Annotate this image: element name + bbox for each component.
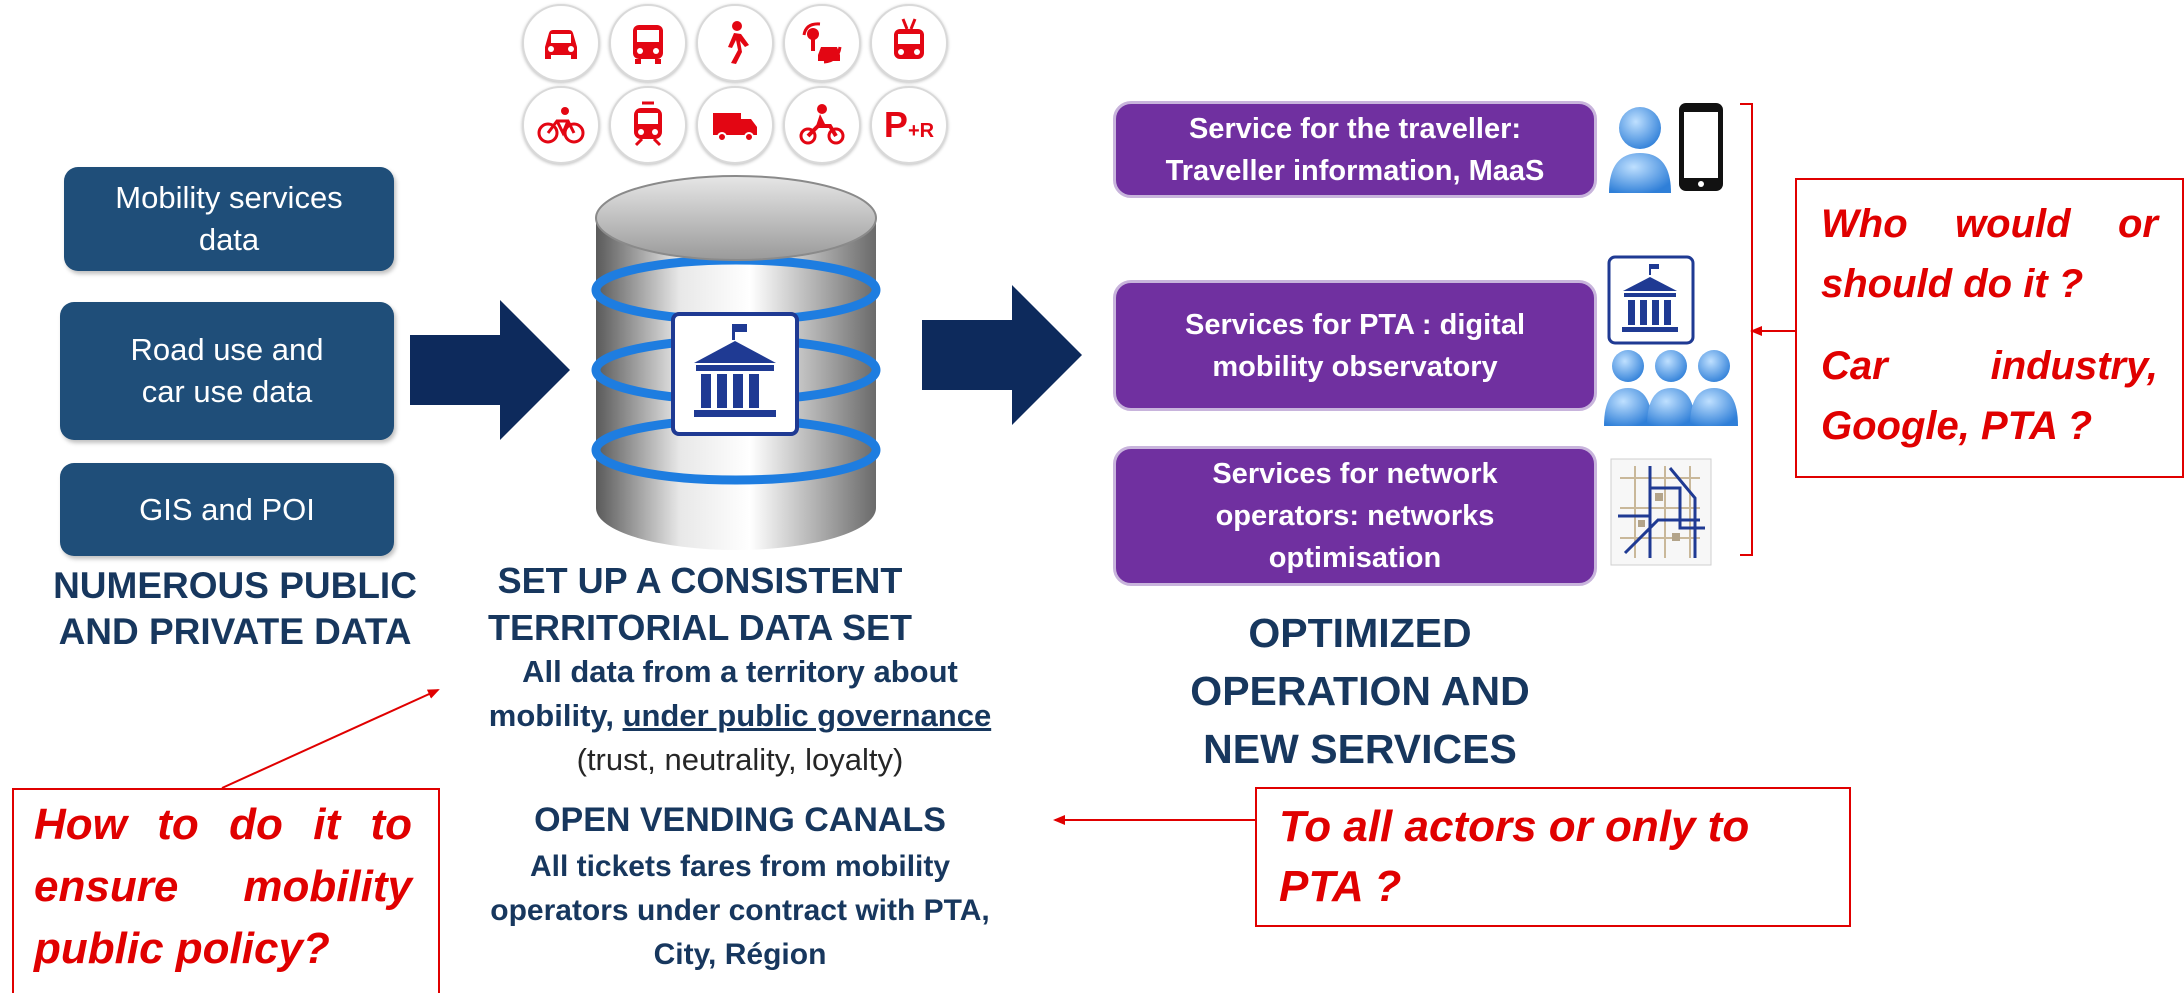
canals-text: All tickets fares from mobility operator… <box>420 845 1060 977</box>
bicycle-icon <box>522 86 600 164</box>
network-map-icon <box>1610 458 1712 566</box>
central-desc-line1: All data from a territory about <box>522 654 958 689</box>
service-box-pta: Services for PTA : digital mobility obse… <box>1113 280 1597 411</box>
central-heading-line: TERRITORIAL DATA SET <box>487 607 912 648</box>
question-who-answer-line: Google, PTA ? <box>1821 404 2093 448</box>
park-and-ride-r: +R <box>907 120 935 142</box>
source-box-mobility-services: Mobility services data <box>64 167 394 271</box>
pta-building-icon <box>1607 255 1695 345</box>
service-line: Traveller information, MaaS <box>1165 154 1545 187</box>
central-desc-line3: (trust, neutrality, loyalty) <box>576 742 904 777</box>
car-icon <box>522 4 600 82</box>
services-heading-line: OPTIMIZED <box>1248 610 1472 656</box>
source-label: Road use and car use data <box>130 332 324 409</box>
services-heading-line: NEW SERVICES <box>1203 726 1517 772</box>
truck-icon <box>696 86 774 164</box>
arrow-to-services <box>922 285 1082 425</box>
question-to-all-line: To all actors or only to <box>1279 802 1750 851</box>
service-line: Services for PTA : digital <box>1184 308 1526 341</box>
service-line: optimisation <box>1268 542 1442 574</box>
database-cylinder <box>591 175 881 550</box>
traveller-phone-icon <box>1609 103 1723 193</box>
group-people-icon <box>1604 350 1738 426</box>
park-and-ride-p: P <box>883 104 908 145</box>
bus-icon <box>609 4 687 82</box>
car-sharing-icon <box>783 4 861 82</box>
services-heading: OPTIMIZED OPERATION AND NEW SERVICES <box>1120 604 1600 778</box>
question-who-answer-line: Car industry, <box>1821 344 2158 388</box>
services-heading-line: OPERATION AND <box>1190 668 1530 714</box>
park-and-ride-icon: P+R <box>870 86 948 164</box>
sources-heading-line: NUMEROUS PUBLIC <box>53 565 417 606</box>
central-description: All data from a territory about mobility… <box>430 650 1050 782</box>
question-how-line: ensure mobility <box>34 862 412 911</box>
question-box-to-all: To all actors or only to PTA ? <box>1255 787 1851 927</box>
canals-heading: OPEN VENDING CANALS <box>534 801 946 839</box>
sources-heading-line: AND PRIVATE DATA <box>58 611 412 652</box>
service-line: Services for network <box>1212 458 1498 490</box>
service-box-traveller: Service for the traveller: Traveller inf… <box>1113 101 1597 198</box>
canals-line: operators under contract with PTA, <box>490 894 990 927</box>
motorbike-icon <box>783 86 861 164</box>
canals-line: All tickets fares from mobility <box>529 850 951 883</box>
service-line: mobility observatory <box>1212 350 1498 383</box>
service-line: Service for the traveller: <box>1188 112 1522 145</box>
arrow-to-database <box>410 300 570 440</box>
central-desc-prefix: mobility, <box>488 698 623 733</box>
central-heading: SET UP A CONSISTENT TERRITORIAL DATA SET <box>440 557 960 651</box>
mode-icons-panel: P+R <box>508 0 958 164</box>
canals-line: City, Région <box>653 938 827 971</box>
source-box-road-use: Road use and car use data <box>60 302 394 440</box>
central-heading-line: SET UP A CONSISTENT <box>497 560 903 601</box>
source-box-gis-poi: GIS and POI <box>60 463 394 556</box>
central-desc-underlined: under public governance <box>622 698 992 733</box>
tram-icon <box>609 86 687 164</box>
source-label: Mobility services data <box>115 180 343 257</box>
service-line: operators: networks <box>1215 500 1495 532</box>
source-label: GIS and POI <box>139 491 315 527</box>
service-box-network-operators: Services for network operators: networks… <box>1113 446 1597 586</box>
question-box-how: How to do it to ensure mobility public p… <box>12 788 440 993</box>
question-how-line: How to do it to <box>34 800 412 849</box>
question-to-all-line: PTA ? <box>1279 862 1402 911</box>
walking-icon <box>696 4 774 82</box>
sources-heading: NUMEROUS PUBLIC AND PRIVATE DATA <box>30 563 440 655</box>
trolleybus-icon <box>870 4 948 82</box>
question-who-line: should do it ? <box>1821 262 2084 306</box>
question-how-line: public policy? <box>34 924 330 973</box>
question-who-line: Who would or <box>1821 202 2158 246</box>
question-box-who: Who would or should do it ? Car industry… <box>1795 178 2184 478</box>
